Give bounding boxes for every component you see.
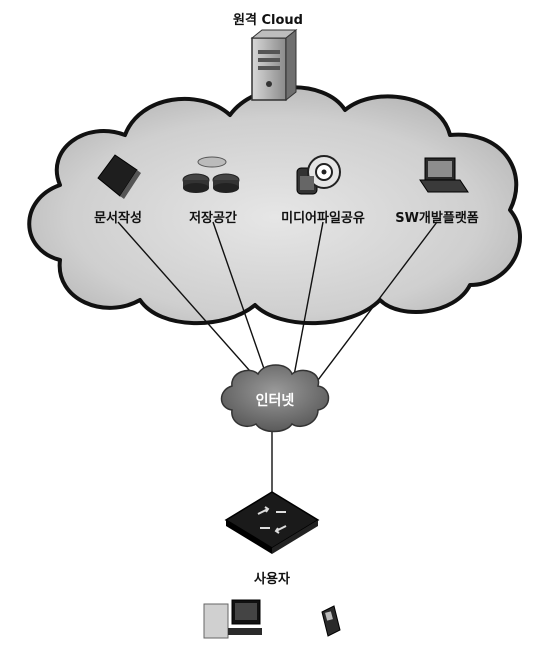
mobile-phone-icon (321, 605, 341, 637)
internet-label: 인터넷 (256, 392, 295, 409)
diagram-title: 원격 Cloud (233, 13, 303, 28)
internet-cloud (220, 364, 330, 433)
remote-cloud (27, 85, 522, 326)
notebook-computer-icon (419, 157, 469, 193)
laptop-icon (97, 154, 141, 199)
media-camera-icon (296, 155, 341, 195)
connection-lines (117, 221, 438, 492)
service-label-document: 문서작성 (94, 210, 142, 226)
service-label-media: 미디어파일공유 (281, 210, 365, 226)
storage-disk-icon (182, 156, 240, 193)
service-label-sw-platform: SW개발플랫폼 (395, 210, 479, 226)
router-icon (224, 491, 320, 554)
desktop-computer-icon (203, 599, 262, 639)
service-label-storage: 저장공간 (189, 210, 237, 226)
user-label: 사용자 (254, 571, 290, 587)
server-icon (250, 28, 298, 102)
